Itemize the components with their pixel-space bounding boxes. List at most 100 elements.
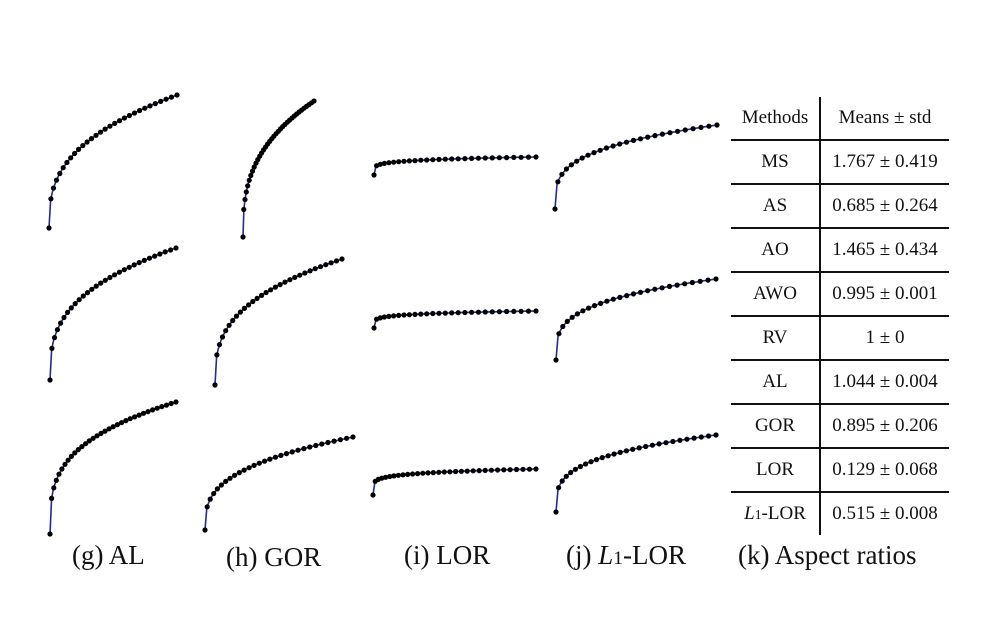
- curve-point: [297, 272, 303, 278]
- curve-point: [350, 434, 356, 440]
- curve-point: [80, 143, 86, 149]
- curve-point: [58, 320, 64, 326]
- curve-point: [406, 158, 412, 164]
- curve-point: [158, 98, 164, 104]
- curve-point: [475, 309, 481, 315]
- curve-point: [251, 462, 257, 468]
- curve-point: [137, 107, 143, 114]
- curve-point: [241, 206, 247, 213]
- curve-point: [241, 305, 247, 311]
- curve-point: [53, 477, 59, 483]
- caption-j-prefix: (j): [566, 540, 599, 570]
- curve-point: [714, 122, 720, 128]
- curve-point: [585, 152, 591, 158]
- curve-point: [49, 495, 55, 501]
- caption-j-suffix: -LOR: [622, 540, 686, 570]
- caption-j-sub: 1: [613, 548, 623, 569]
- curve-point: [697, 278, 703, 284]
- curve-point: [579, 155, 585, 161]
- curve-point: [469, 155, 475, 161]
- curve-point: [123, 418, 129, 424]
- curve-point: [504, 155, 510, 161]
- method-cell: L1-LOR: [731, 492, 821, 535]
- curve-point: [248, 172, 254, 179]
- curve-point: [391, 313, 397, 319]
- curve-point: [698, 434, 704, 440]
- curve-point: [682, 127, 688, 133]
- curve-point: [396, 159, 402, 165]
- curve-point: [126, 264, 132, 270]
- curve-point: [556, 485, 562, 491]
- curve-point: [54, 327, 61, 333]
- curve-point: [56, 471, 62, 477]
- curve-point: [331, 438, 337, 444]
- curve-point: [386, 313, 392, 319]
- curve-point: [83, 441, 89, 447]
- curve-point: [112, 272, 118, 278]
- curve-point: [436, 156, 442, 162]
- curve-point: [218, 482, 224, 488]
- method-cell: AS: [731, 184, 821, 229]
- curve-point: [674, 282, 680, 288]
- table-header-row: Methods Means ± std: [731, 97, 949, 141]
- curve-point: [630, 137, 637, 143]
- curve-point: [65, 309, 71, 315]
- curve-point: [62, 461, 68, 467]
- value-cell: 0.895 ± 0.206: [820, 404, 949, 449]
- curve-point: [121, 267, 127, 273]
- curve-point: [442, 310, 448, 316]
- curve-point: [553, 357, 559, 363]
- curve-point: [412, 311, 418, 317]
- curve-point: [396, 312, 402, 318]
- header-methods: Methods: [731, 97, 821, 141]
- curve-point: [659, 285, 665, 291]
- curve-point: [301, 446, 307, 452]
- curve-point: [68, 155, 74, 161]
- curve-point: [455, 156, 461, 162]
- curve-point: [381, 160, 387, 166]
- table-row: AWO 0.995 ± 0.001: [731, 272, 949, 317]
- curve-point: [533, 154, 539, 160]
- curve-point: [64, 159, 70, 166]
- curve-point: [504, 308, 510, 315]
- curve-point: [420, 470, 426, 476]
- curve-point: [381, 314, 387, 320]
- curve-point: [97, 129, 104, 135]
- curve-point: [684, 436, 690, 442]
- curve-point: [173, 245, 179, 251]
- curve-point: [292, 274, 298, 280]
- curve-point: [624, 293, 630, 299]
- curve-point: [84, 290, 91, 296]
- curve-point: [591, 150, 597, 156]
- curve-point: [51, 485, 57, 491]
- curve-point: [677, 437, 683, 443]
- caption-j: (j) L1-LOR: [566, 540, 686, 571]
- curve-point: [302, 270, 308, 276]
- curve-point: [604, 298, 610, 304]
- curve-point: [245, 183, 251, 189]
- curve-point: [119, 420, 125, 426]
- curve-point: [242, 196, 248, 203]
- curve-point: [572, 466, 579, 472]
- curve-point: [93, 283, 99, 289]
- curve-point: [488, 467, 494, 473]
- value-cell: 0.995 ± 0.001: [820, 272, 949, 317]
- aspect-ratio-table: Methods Means ± std MS 1.767 ± 0.419 AS …: [731, 97, 949, 535]
- curve-point: [79, 444, 85, 450]
- curve-point: [51, 335, 58, 341]
- curve-point: [114, 422, 120, 428]
- curve-point: [637, 136, 644, 142]
- curve-point: [68, 453, 74, 459]
- curve-point: [412, 158, 418, 164]
- curve-point: [563, 166, 570, 172]
- curve-point: [154, 405, 160, 411]
- curve-point: [126, 112, 132, 119]
- curve-point: [556, 331, 562, 337]
- curve-point: [268, 287, 274, 293]
- curve-point: [386, 160, 392, 166]
- curve-point: [168, 247, 174, 253]
- curve-point: [442, 156, 448, 162]
- curve-point: [262, 458, 268, 464]
- curve-point: [682, 281, 688, 287]
- curve-point: [116, 118, 123, 124]
